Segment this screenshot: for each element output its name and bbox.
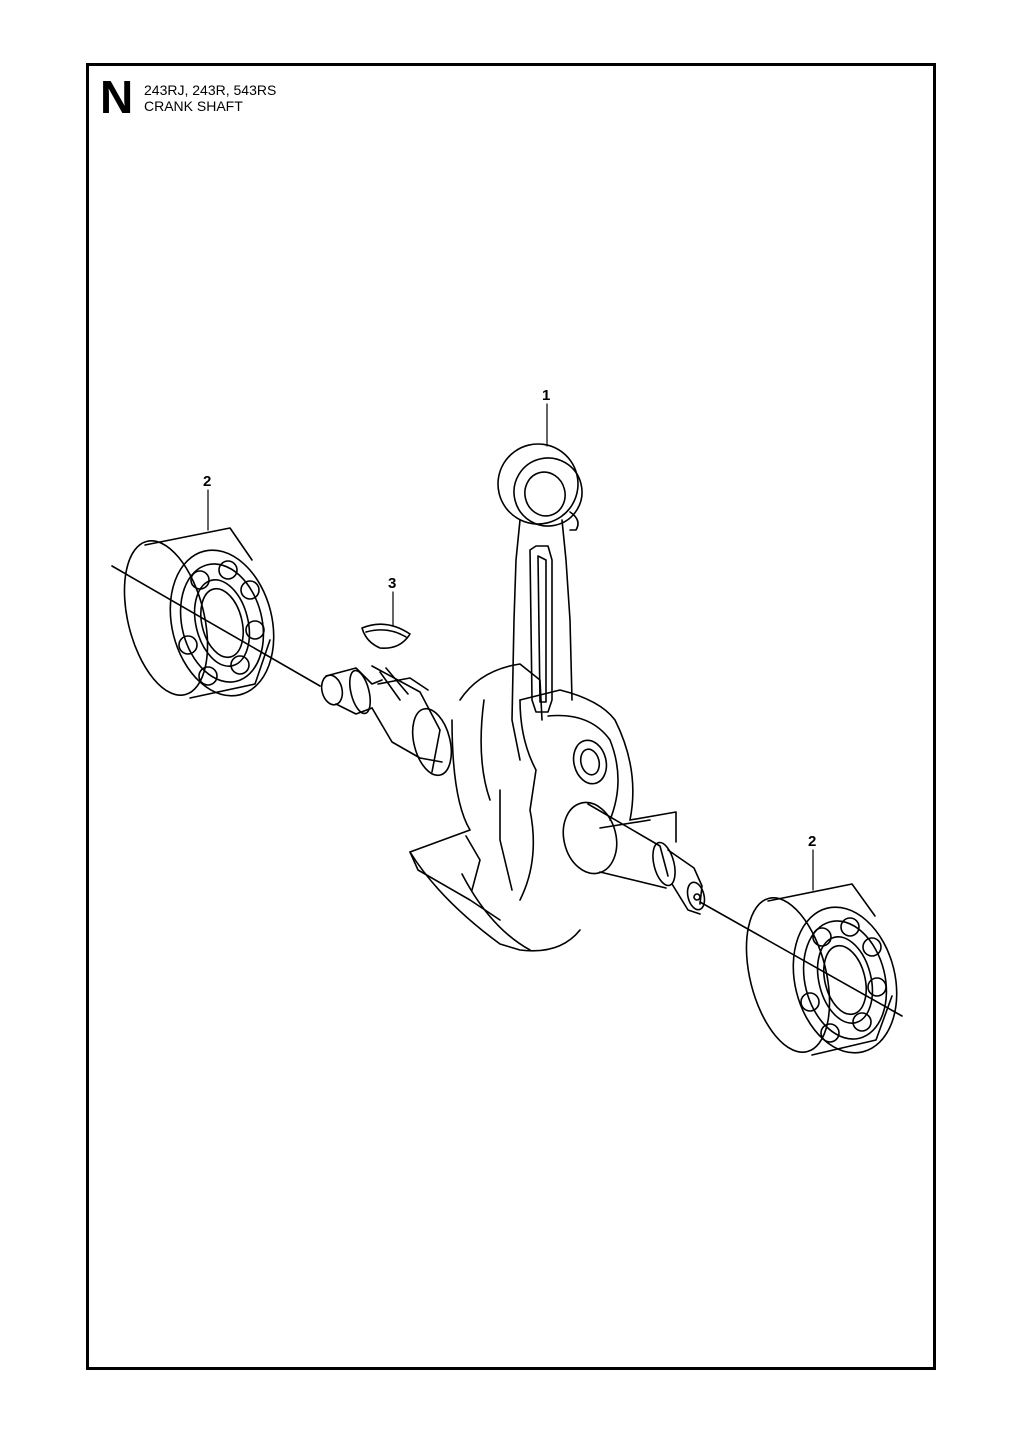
callout-2-right: 2 xyxy=(808,833,816,850)
bearing-left xyxy=(123,527,275,699)
woodruff-key xyxy=(361,623,411,650)
callout-3: 3 xyxy=(388,575,396,592)
model-list: 243RJ, 243R, 543RS xyxy=(144,82,277,98)
leader-lines xyxy=(207,403,814,891)
diagram-title: CRANK SHAFT xyxy=(144,98,243,114)
crank-web xyxy=(409,663,677,952)
left-shaft-stub xyxy=(320,665,453,777)
callout-2-left: 2 xyxy=(203,473,211,490)
section-letter: N xyxy=(100,71,134,123)
shaft-axis xyxy=(111,565,903,1017)
diagram-frame xyxy=(86,63,936,1370)
callout-labels: 1 2 3 2 xyxy=(203,387,816,850)
connecting-rod xyxy=(497,443,583,761)
right-shaft-stub xyxy=(562,801,706,915)
bearing-right xyxy=(745,883,898,1056)
callout-1: 1 xyxy=(542,387,550,404)
